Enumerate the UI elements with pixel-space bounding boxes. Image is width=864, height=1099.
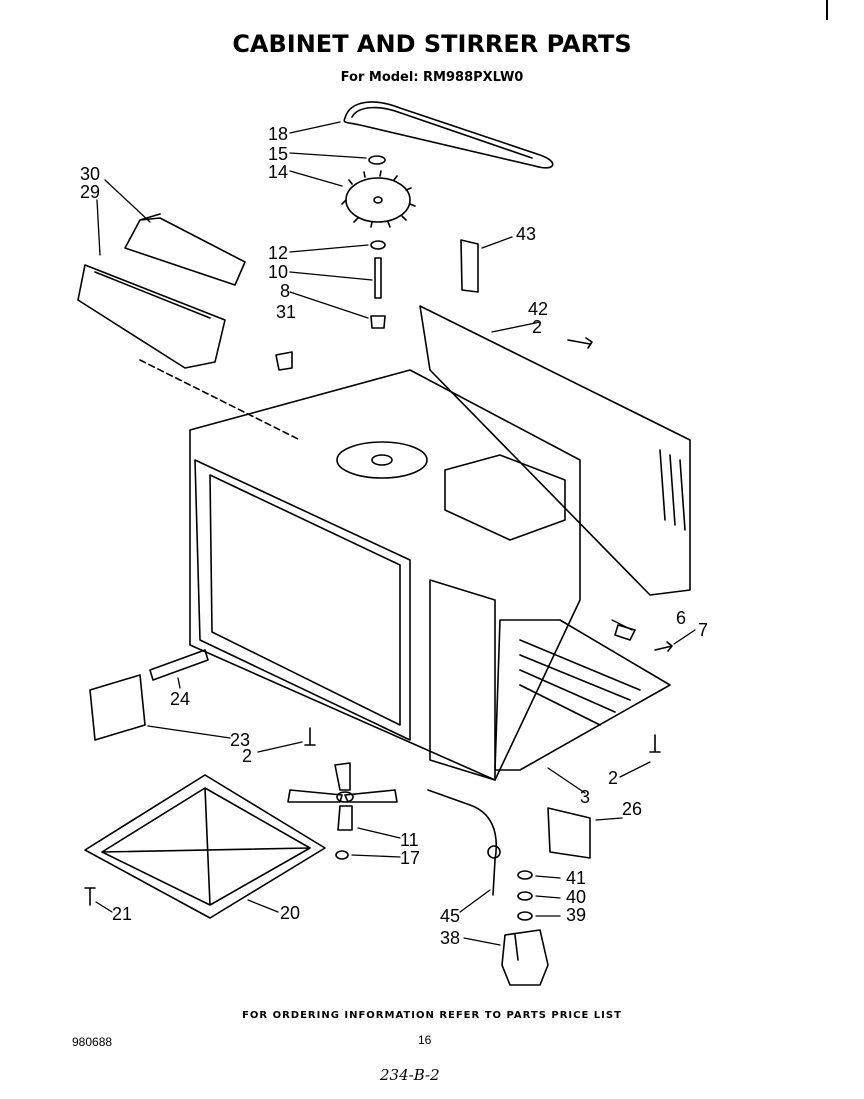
shield-part [547, 807, 591, 859]
callout-3: 3 [580, 787, 590, 807]
callout-12: 12 [268, 243, 288, 263]
duct-leader [139, 359, 301, 441]
wire-harness [427, 789, 497, 896]
callout-15: 15 [268, 144, 288, 164]
washer-part-40 [517, 891, 533, 901]
bottom-plate [84, 774, 326, 919]
drive-belt [343, 101, 554, 169]
bushing-part [370, 315, 386, 329]
callout-11: 11 [400, 830, 419, 850]
bracket-part [460, 239, 479, 293]
bottom-plate-inner [101, 787, 311, 906]
terminal-strip [149, 649, 209, 681]
callout-2-right: 2 [608, 768, 618, 788]
stirrer-motor [501, 929, 549, 986]
callout-39: 39 [566, 905, 586, 925]
document-number: 980688 [72, 1035, 113, 1049]
callout-42: 42 [528, 299, 548, 319]
stirrer-pulley [341, 170, 416, 228]
nut-part [335, 850, 349, 860]
callout-2-top: 2 [532, 317, 542, 337]
cabinet-body [189, 369, 581, 781]
callout-6: 6 [676, 608, 686, 628]
drive-belt-inner [351, 106, 533, 159]
page-number: 16 [418, 1033, 432, 1047]
callout-29: 29 [80, 182, 100, 202]
callout-40: 40 [566, 887, 586, 907]
screw-part-small [654, 641, 673, 652]
leader-lines [95, 121, 696, 946]
ordering-note: FOR ORDERING INFORMATION REFER TO PARTS … [242, 1010, 622, 1021]
base-plate-louvers [519, 639, 641, 726]
handwritten-note: 234-B-2 [380, 1066, 440, 1084]
callout-31: 31 [276, 302, 296, 322]
callout-17: 17 [400, 848, 420, 868]
callout-45: 45 [440, 906, 460, 926]
callout-20: 20 [280, 903, 300, 923]
callout-26: 26 [622, 799, 642, 819]
side-panel [89, 674, 146, 741]
back-panel-vents [659, 449, 686, 531]
washer-part-39 [517, 911, 533, 921]
page-title: CABINET AND STIRRER PARTS [232, 30, 632, 58]
screw-part-bottom [84, 887, 96, 906]
duct-cover [124, 213, 246, 286]
edge-mark [826, 0, 828, 20]
stirrer-blade [287, 762, 398, 831]
callout-7: 7 [698, 620, 708, 640]
callout-43: 43 [516, 224, 536, 244]
callout-24: 24 [170, 689, 190, 709]
callout-labels: 18 15 14 30 29 12 10 8 31 43 42 2 6 7 24… [80, 124, 708, 948]
callout-2-left: 2 [242, 746, 252, 766]
screw-part-left [304, 727, 316, 746]
callout-30: 30 [80, 164, 100, 184]
exploded-view-diagram: 18 15 14 30 29 12 10 8 31 43 42 2 6 7 24… [77, 101, 708, 986]
callout-23: 23 [230, 730, 250, 750]
callout-38: 38 [440, 928, 460, 948]
callout-41: 41 [566, 868, 586, 888]
washer-part-41 [517, 870, 533, 880]
retainer-part [368, 155, 386, 165]
callout-18: 18 [268, 124, 288, 144]
callout-14: 14 [268, 162, 288, 182]
callout-10: 10 [268, 262, 288, 282]
model-subtitle: For Model: RM988PXLW0 [340, 70, 524, 85]
callout-21: 21 [112, 904, 132, 924]
stirrer-shaft [374, 257, 382, 299]
screw-part [567, 337, 593, 349]
washer-part [370, 240, 386, 250]
latch-part [614, 624, 636, 641]
callout-8: 8 [280, 281, 290, 301]
screw-part-right [649, 734, 661, 753]
base-plate [494, 619, 671, 771]
air-duct [77, 264, 226, 369]
back-panel [419, 305, 691, 596]
clip-part [275, 351, 293, 371]
wire-connector [487, 845, 501, 859]
